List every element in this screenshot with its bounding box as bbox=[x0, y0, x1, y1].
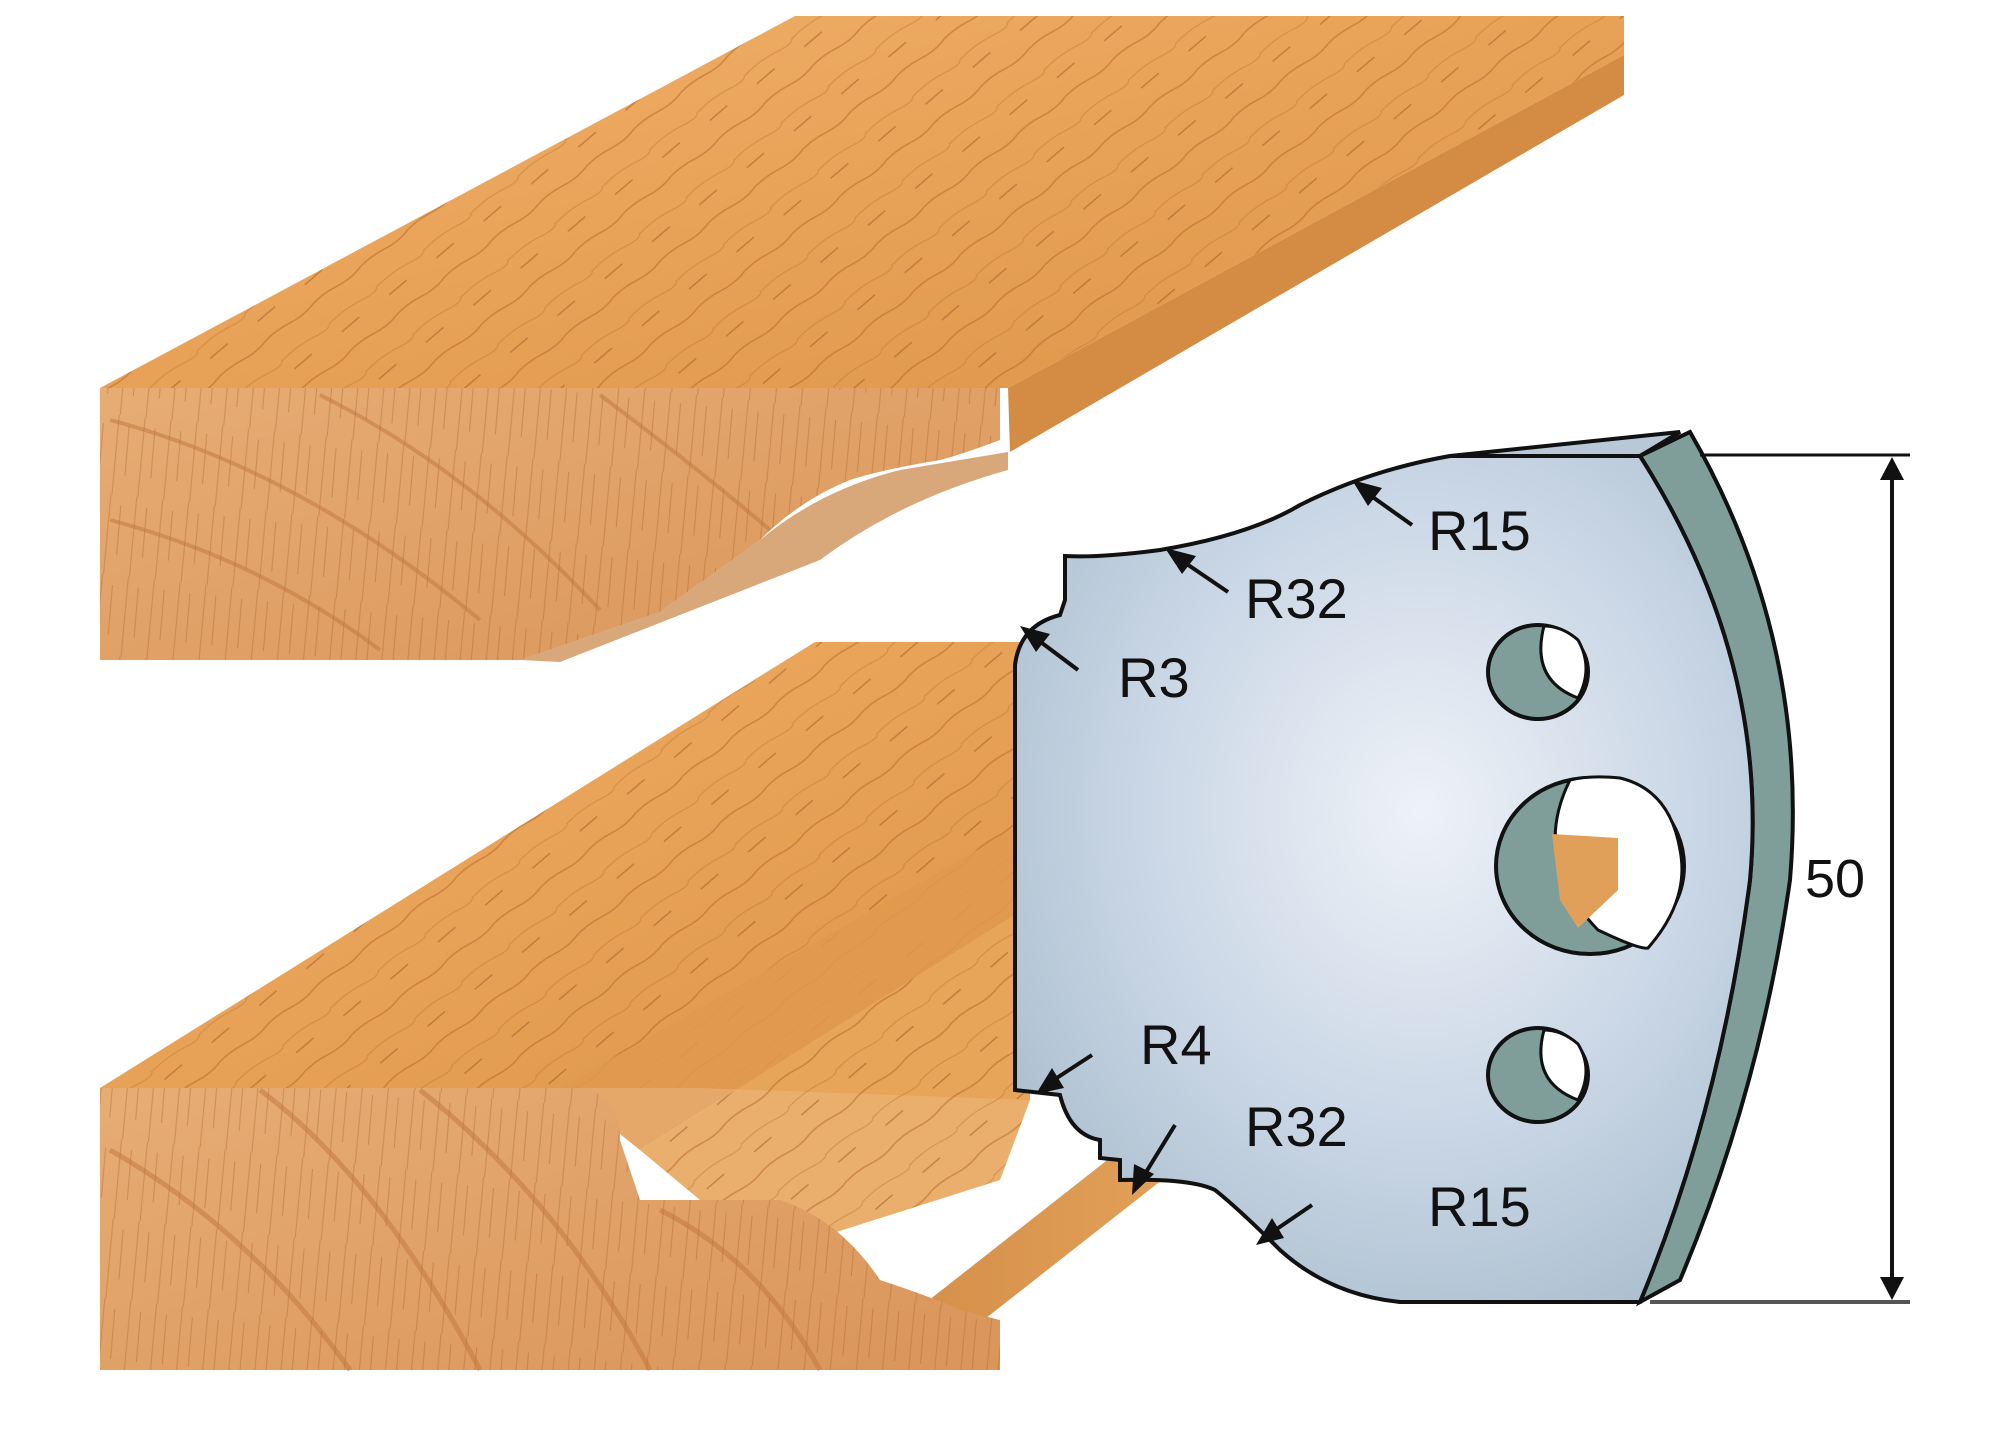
dimension-arrow-down-icon bbox=[1880, 1277, 1904, 1300]
radius-callout-top-r15: R15 bbox=[1352, 480, 1531, 562]
dimension-arrow-up-icon bbox=[1880, 457, 1904, 480]
mounting-hole-top bbox=[1486, 623, 1590, 721]
label-r15-bottom: R15 bbox=[1428, 1175, 1531, 1238]
mounting-hole-bottom bbox=[1486, 1026, 1590, 1124]
label-r15-top: R15 bbox=[1428, 499, 1531, 562]
label-r32-bottom: R32 bbox=[1245, 1095, 1348, 1158]
upper-workpiece bbox=[100, 16, 1624, 662]
profile-knife: R15 R32 R3 R4 R32 R15 bbox=[1013, 429, 1795, 1307]
label-r3: R3 bbox=[1118, 646, 1190, 709]
radius-callout-r3: R3 bbox=[1020, 626, 1190, 709]
mounting-hole-center bbox=[1494, 775, 1686, 956]
height-dimension: 50 bbox=[1650, 453, 1910, 1304]
label-r32-top: R32 bbox=[1245, 567, 1348, 630]
dimension-value-50: 50 bbox=[1805, 849, 1865, 909]
radius-callout-r4: R4 bbox=[1036, 1013, 1212, 1094]
upper-workpiece-side-face bbox=[1008, 55, 1624, 452]
radius-callout-bottom-r32: R32 bbox=[1132, 1095, 1348, 1195]
radius-callout-top-r32: R32 bbox=[1165, 548, 1348, 630]
radius-callout-bottom-r15: R15 bbox=[1256, 1175, 1531, 1245]
label-r4: R4 bbox=[1140, 1013, 1212, 1076]
lower-workpiece bbox=[100, 642, 1200, 1372]
